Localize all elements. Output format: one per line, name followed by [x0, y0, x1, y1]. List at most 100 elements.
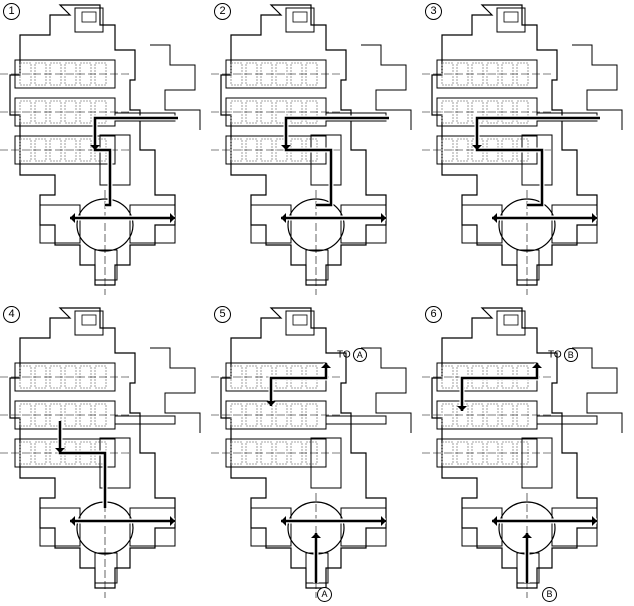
gear [441, 100, 454, 124]
right-axle-housing [340, 507, 387, 547]
bottom-letter: B [542, 587, 557, 602]
right-axle-housing [551, 204, 598, 244]
gear [275, 100, 288, 124]
gear [230, 365, 243, 389]
flow-path-halo [283, 115, 389, 208]
top-gear [81, 314, 97, 326]
panel-number: 3 [425, 3, 442, 20]
top-gear-housing [285, 7, 315, 33]
valve-body [99, 134, 131, 186]
output-shaft [114, 415, 176, 425]
gear [441, 138, 454, 162]
gear [441, 441, 454, 465]
oil-pump-housing [94, 249, 118, 281]
right-axle-housing [551, 507, 598, 547]
top-gear [81, 11, 97, 23]
top-gear [292, 11, 308, 23]
valve-body [521, 437, 553, 489]
gear [486, 441, 499, 465]
gear [64, 365, 77, 389]
diagram-panel-1: 1 [0, 0, 211, 303]
flow-arrow-icon [592, 516, 597, 526]
flow-arrow-icon [492, 213, 497, 223]
flow-arrow-icon [281, 213, 286, 223]
right-casing [150, 44, 201, 130]
flow-path-halo [57, 421, 108, 508]
right-casing [150, 347, 201, 433]
flow-arrow-icon [457, 406, 467, 411]
flow-path [475, 116, 600, 207]
flow-arrow-icon [170, 213, 175, 223]
flow-path [460, 363, 539, 411]
housing-outline [220, 4, 387, 286]
to-letter: A [352, 348, 367, 362]
left-axle-housing [250, 204, 292, 244]
flow-arrow-icon [592, 213, 597, 223]
transmission-cross-section [0, 307, 201, 598]
right-casing [361, 44, 412, 130]
flow-arrow-icon [90, 145, 100, 150]
gear [19, 138, 32, 162]
gear [230, 138, 243, 162]
flow-arrow-icon [70, 516, 75, 526]
gear [64, 100, 77, 124]
flow-arrow-icon [281, 516, 286, 526]
gear [19, 365, 32, 389]
flow-path [58, 421, 107, 508]
top-gear [503, 314, 519, 326]
oil-pump-housing [516, 249, 540, 281]
oil-pump-housing [94, 552, 118, 584]
gear [486, 62, 499, 86]
top-gear-housing [74, 7, 104, 33]
flow-arrow-icon [281, 145, 291, 150]
right-casing [361, 347, 412, 433]
gear [441, 365, 454, 389]
panel-number: 2 [214, 3, 231, 20]
transmission-cross-section [0, 4, 201, 295]
right-axle-housing [129, 507, 176, 547]
gear [275, 62, 288, 86]
panel-number: 4 [3, 306, 20, 323]
panel-number: 5 [214, 306, 231, 323]
flow-path [284, 116, 389, 207]
bottom-letter: A [317, 587, 332, 602]
right-casing [572, 44, 623, 130]
housing-outline [431, 307, 598, 589]
gear [19, 403, 32, 427]
flow-path-halo [268, 363, 329, 406]
left-axle-housing [39, 204, 81, 244]
valve-body [521, 134, 553, 186]
housing-outline [9, 307, 176, 589]
flow-path [93, 116, 178, 207]
gear [19, 441, 32, 465]
flow-arrow-icon [381, 516, 386, 526]
gear [19, 100, 32, 124]
to-prefix: TO [548, 349, 562, 361]
gear [275, 403, 288, 427]
right-axle-housing [340, 204, 387, 244]
valve-body [310, 134, 342, 186]
flow-arrow-icon [311, 533, 321, 538]
valve-body [310, 437, 342, 489]
top-gear-housing [74, 310, 104, 336]
flow-arrow-icon [170, 516, 175, 526]
to-prefix: TO [337, 349, 351, 361]
gear [64, 62, 77, 86]
housing-outline [9, 4, 176, 286]
flow-path-halo [92, 115, 178, 208]
gear [441, 403, 454, 427]
gear [230, 62, 243, 86]
transmission-cross-section [422, 4, 623, 295]
left-axle-housing [250, 507, 292, 547]
gear [64, 403, 77, 427]
diagram-panel-2: 2 [211, 0, 422, 303]
flow-arrow-icon [381, 213, 386, 223]
flow-arrow-icon [532, 363, 542, 368]
valve-body [99, 437, 131, 489]
right-axle-housing [129, 204, 176, 244]
left-axle-housing [461, 507, 503, 547]
flow-path [269, 363, 328, 406]
